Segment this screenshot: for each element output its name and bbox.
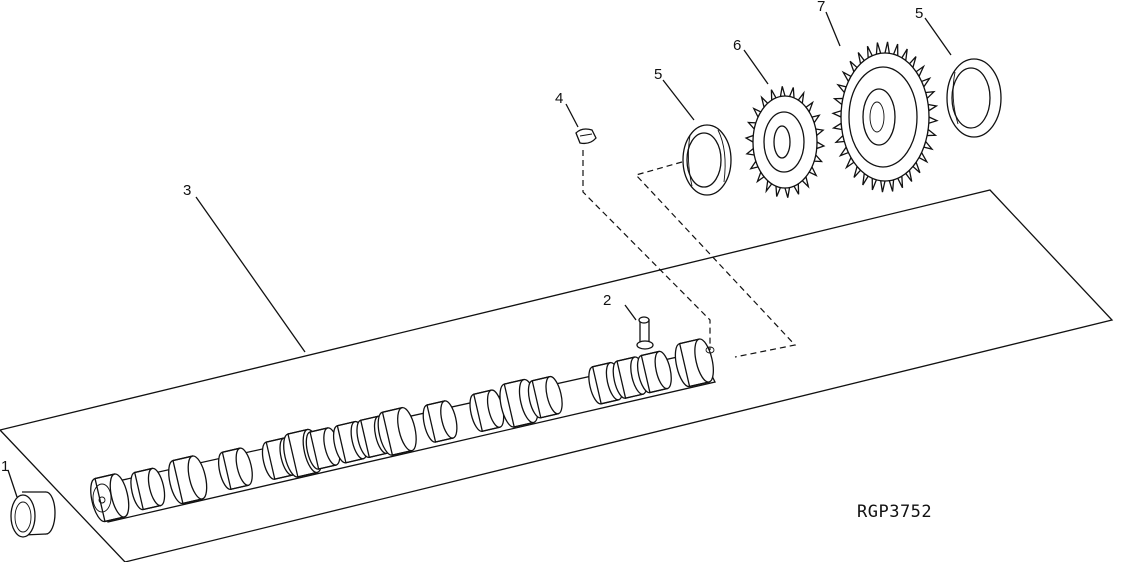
thrust-washer-rear-part <box>946 58 1002 138</box>
assembly-dashed-lines <box>582 150 797 358</box>
camshaft-part <box>86 336 718 524</box>
gear-tooth <box>784 186 791 198</box>
bushing-part <box>10 491 56 538</box>
callout-small-gear: 6 <box>733 37 741 54</box>
gear-tooth <box>815 140 826 150</box>
large-gear-part <box>831 41 939 193</box>
gear-tooth <box>779 86 786 98</box>
figure-reference-code: RGP3752 <box>857 502 932 522</box>
callout-dowel-pin: 2 <box>603 292 611 309</box>
gear-tooth <box>875 42 882 56</box>
callout-camshaft: 3 <box>183 182 191 199</box>
callout-thrust-washer-rear: 5 <box>915 5 923 22</box>
dowel-pin-part <box>636 316 654 350</box>
callout-thrust-washer-front: 5 <box>654 66 662 83</box>
callout-large-gear: 7 <box>817 0 825 15</box>
gear-tooth <box>831 109 842 119</box>
gear-tooth <box>928 115 939 125</box>
gear-tooth <box>888 178 895 192</box>
key-part <box>575 128 597 145</box>
callout-leaders <box>7 11 952 498</box>
callout-bushing: 1 <box>1 458 9 475</box>
thrust-washer-front-part <box>682 124 732 196</box>
gear-tooth <box>884 41 891 55</box>
gear-tooth <box>744 134 755 144</box>
gear-tooth <box>879 179 886 193</box>
small-gear-part <box>744 86 826 198</box>
callout-key: 4 <box>555 90 563 107</box>
